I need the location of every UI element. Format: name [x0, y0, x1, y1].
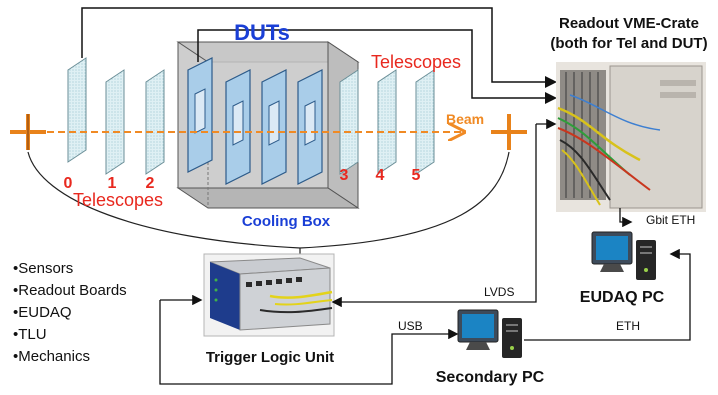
secondary-pc-label: Secondary PC	[436, 369, 545, 386]
usb-link	[159, 300, 459, 385]
secondary-pc-icon	[457, 309, 522, 358]
gbit-eth-label: Gbit ETH	[646, 213, 695, 227]
telescope-number-3: 3	[340, 167, 349, 184]
gbit-link	[619, 208, 633, 228]
scintillator-right-icon	[491, 114, 527, 150]
vme-crate-title-line1: Readout VME-Crate	[559, 15, 699, 32]
topic-item-eudaq: •EUDAQ	[13, 304, 72, 321]
telescope-number-2: 2	[146, 175, 155, 192]
telescope-number-5: 5	[412, 167, 421, 184]
topic-item-tlu: •TLU	[13, 326, 47, 343]
tlu-image	[203, 253, 335, 337]
vme-crate-title-line2: (both for Tel and DUT)	[550, 35, 707, 52]
eudaq-pc-icon	[591, 231, 656, 280]
topic-item-readout-boards: •Readout Boards	[13, 282, 127, 299]
eth-link	[524, 248, 691, 341]
cable-top-inner	[197, 29, 557, 104]
telescope-number-0: 0	[64, 175, 73, 192]
telescope-planes-left	[67, 57, 165, 175]
eudaq-pc-label: EUDAQ PC	[580, 289, 665, 306]
eth-label: ETH	[616, 319, 640, 333]
topic-item-sensors: •Sensors	[13, 260, 74, 277]
lvds-label: LVDS	[484, 285, 514, 299]
dut-planes	[187, 57, 323, 185]
telescope-number-1: 1	[108, 175, 117, 192]
beam-label: Beam	[446, 111, 484, 127]
duts-label: DUTs	[234, 20, 290, 45]
scintillator-left-icon	[10, 114, 46, 150]
vme-crate-image	[556, 62, 706, 212]
telescope-planes-right	[339, 69, 435, 175]
telescopes-bottom-label: Telescopes	[73, 190, 163, 210]
telescope-number-4: 4	[376, 167, 385, 184]
tlu-label: Trigger Logic Unit	[206, 349, 334, 366]
telescopes-top-label: Telescopes	[371, 52, 461, 72]
cooling-box-label: Cooling Box	[242, 213, 331, 230]
topic-item-mechanics: •Mechanics	[13, 348, 90, 365]
cable-top-outer	[81, 7, 557, 88]
lvds-link	[331, 124, 537, 308]
trigger-arc	[27, 151, 510, 249]
usb-label: USB	[398, 319, 423, 333]
topic-list: •Sensors •Readout Boards •EUDAQ •TLU •Me…	[13, 258, 127, 368]
